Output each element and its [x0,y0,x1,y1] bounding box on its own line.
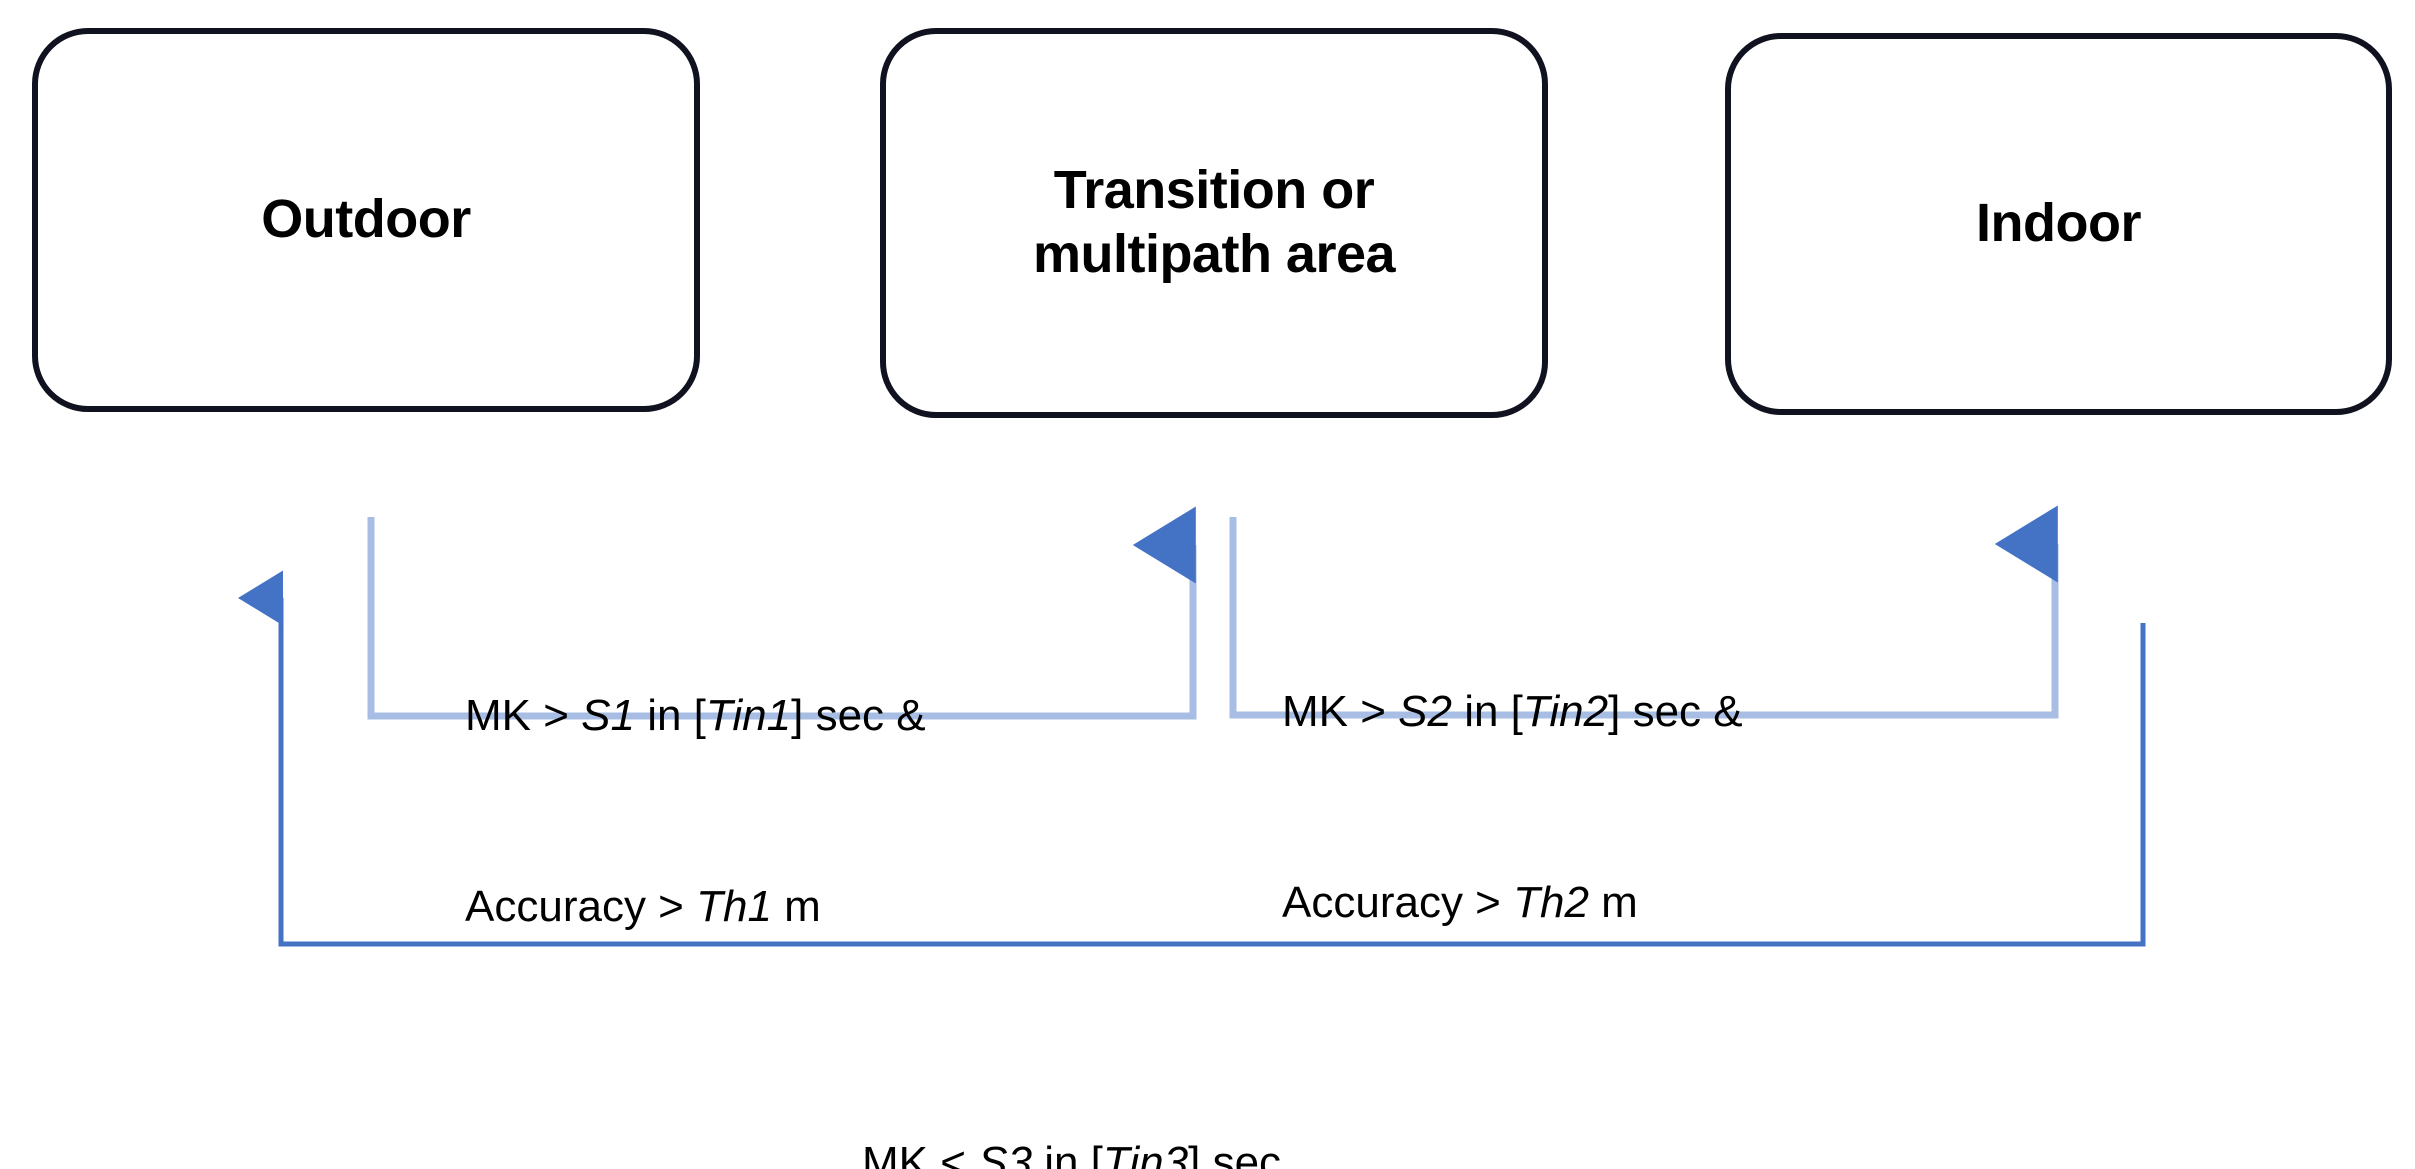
condition-line-1: MK < S3 in [Tin3] sec [862,1137,1282,1169]
condition-line-1: MK > S2 in [Tin2] sec & [1282,686,1743,736]
state-label-indoor: Indoor [1976,193,2141,254]
state-box-indoor[interactable]: Indoor [1725,33,2392,415]
condition-label-transition-to-indoor: MK > S2 in [Tin2] sec & Accuracy > Th2 m [1282,552,1743,1062]
condition-line-2: Accuracy > Th2 m [1282,877,1638,927]
condition-label-indoor-to-outdoor: MK < S3 in [Tin3] sec Accuracy < Th3 m [862,1003,1281,1169]
state-box-transition[interactable]: Transition or multipath area [880,28,1548,418]
state-label-transition: Transition or multipath area [1032,160,1396,284]
state-box-outdoor[interactable]: Outdoor [32,28,700,412]
condition-line-2: Accuracy > Th1 m [465,881,821,931]
state-label-outdoor: Outdoor [261,189,471,250]
condition-line-1: MK > S1 in [Tin1] sec & [465,690,926,740]
condition-label-outdoor-to-transition: MK > S1 in [Tin1] sec & Accuracy > Th1 m [465,556,926,1066]
